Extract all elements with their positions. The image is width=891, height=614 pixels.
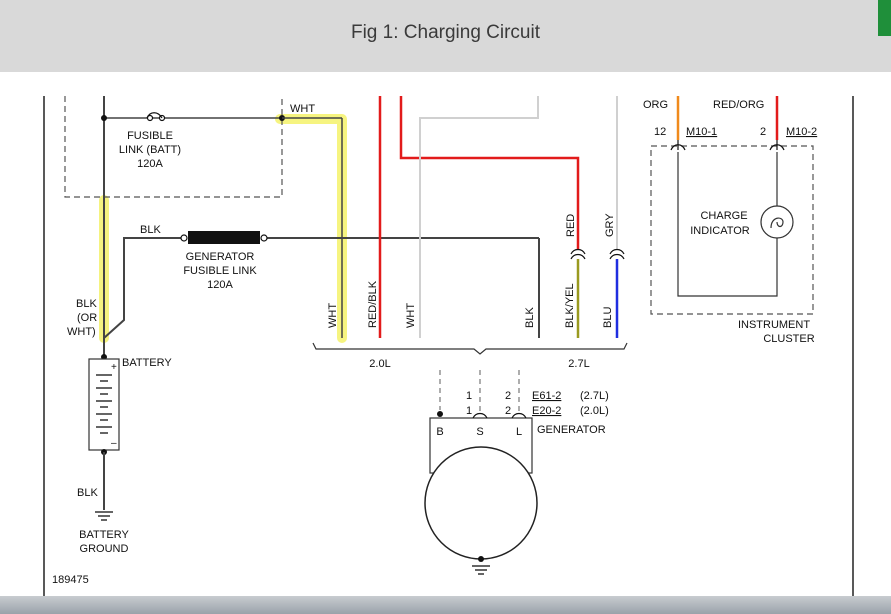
blk-wire-generator [103, 237, 186, 339]
corner-button[interactable] [878, 0, 891, 36]
terminal-l: L [516, 426, 522, 438]
pin-1a: 1 [466, 390, 472, 402]
generator-body [424, 446, 538, 560]
red-wire [399, 96, 580, 250]
pin-2a: 2 [505, 390, 511, 402]
charge-indicator-label-2: INDICATOR [690, 225, 750, 237]
lamp-filament [770, 217, 784, 229]
battery-ground-label-2: GROUND [80, 543, 129, 555]
conn-m10-2: M10-2 [786, 126, 817, 138]
terminal-s-connector [472, 412, 488, 419]
red-org-label: RED/ORG [713, 99, 764, 111]
instrument-cluster-label-2: CLUSTER [763, 333, 814, 345]
pin-2b: 2 [505, 405, 511, 417]
battery-ground-label-1: BATTERY [79, 529, 129, 541]
fusible-link-label-2: LINK (BATT) [119, 144, 181, 156]
blk-bottom-label: BLK [77, 487, 98, 499]
wht-top-label: WHT [290, 103, 315, 115]
connector-e61-note: (2.7L) [580, 390, 609, 402]
wire-label-wht-a: WHT [327, 303, 339, 328]
fuse-box-outline [64, 96, 283, 198]
header-bar [0, 0, 891, 72]
battery-cells [96, 374, 112, 434]
wire-label-red-blk: RED/BLK [367, 280, 379, 328]
pin-1b: 1 [466, 405, 472, 417]
blk-top-label: BLK [140, 224, 161, 236]
generator-fusible-link [188, 231, 260, 244]
connector-e20-note: (2.0L) [580, 405, 609, 417]
wire-label-wht-b: WHT [405, 303, 417, 328]
connector-e61: E61-2 [532, 390, 561, 402]
gen-fusible-label-3: 120A [207, 279, 233, 291]
red-connector [570, 248, 586, 255]
terminal-b: B [436, 426, 443, 438]
fusible-link-label-3: 120A [137, 158, 163, 170]
charge-indicator-label-1: CHARGE [700, 210, 747, 222]
blk-or-wht-1: BLK [76, 298, 97, 310]
red-connector-low [570, 253, 586, 260]
generator-ground-dot [478, 556, 484, 562]
harness-drops [439, 370, 520, 414]
terminal-b-dot [437, 411, 443, 417]
gry-connector [609, 248, 625, 255]
fusible-link-symbol [146, 112, 163, 119]
engine-bracket [312, 342, 628, 355]
wht-wire-b [419, 96, 539, 338]
junction-dot [101, 115, 107, 121]
engine-20-label: 2.0L [369, 358, 390, 370]
instrument-cluster-outline [650, 145, 814, 315]
battery-symbol [88, 358, 120, 451]
generator-label: GENERATOR [537, 424, 606, 436]
wire-label-blk-yel: BLK/YEL [564, 283, 576, 328]
link-end-right [260, 234, 268, 242]
battery-plus: + [111, 362, 117, 373]
figure-id: 189475 [52, 574, 89, 586]
gry-connector-low [609, 253, 625, 260]
blk-or-wht-2: (OR [77, 312, 97, 324]
pin-2c: 2 [760, 126, 766, 138]
wire-label-red: RED [565, 214, 577, 237]
ground-icon [95, 511, 113, 521]
connector-e20: E20-2 [532, 405, 561, 417]
link-end-left [180, 234, 188, 242]
wire-label-blk: BLK [524, 307, 536, 328]
gen-fusible-label-2: FUSIBLE LINK [183, 265, 257, 277]
fusible-link-label-1: FUSIBLE [127, 130, 173, 142]
wire-label-gry: GRY [604, 213, 616, 237]
pin-12: 12 [654, 126, 666, 138]
wire-label-blu: BLU [602, 307, 614, 328]
terminal-l-connector [511, 412, 527, 419]
blk-or-wht-3: WHT) [67, 326, 96, 338]
instrument-cluster-label-1: INSTRUMENT [738, 319, 810, 331]
gen-fusible-label-1: GENERATOR [186, 251, 255, 263]
page-title: Fig 1: Charging Circuit [350, 22, 541, 43]
bottom-strip [0, 596, 891, 614]
battery-minus: – [111, 438, 117, 449]
battery-label: BATTERY [122, 357, 172, 369]
generator-ground-icon [472, 565, 490, 575]
conn-m10-1: M10-1 [686, 126, 717, 138]
terminal-s: S [476, 426, 483, 438]
engine-27-label: 2.7L [568, 358, 589, 370]
org-label: ORG [643, 99, 668, 111]
